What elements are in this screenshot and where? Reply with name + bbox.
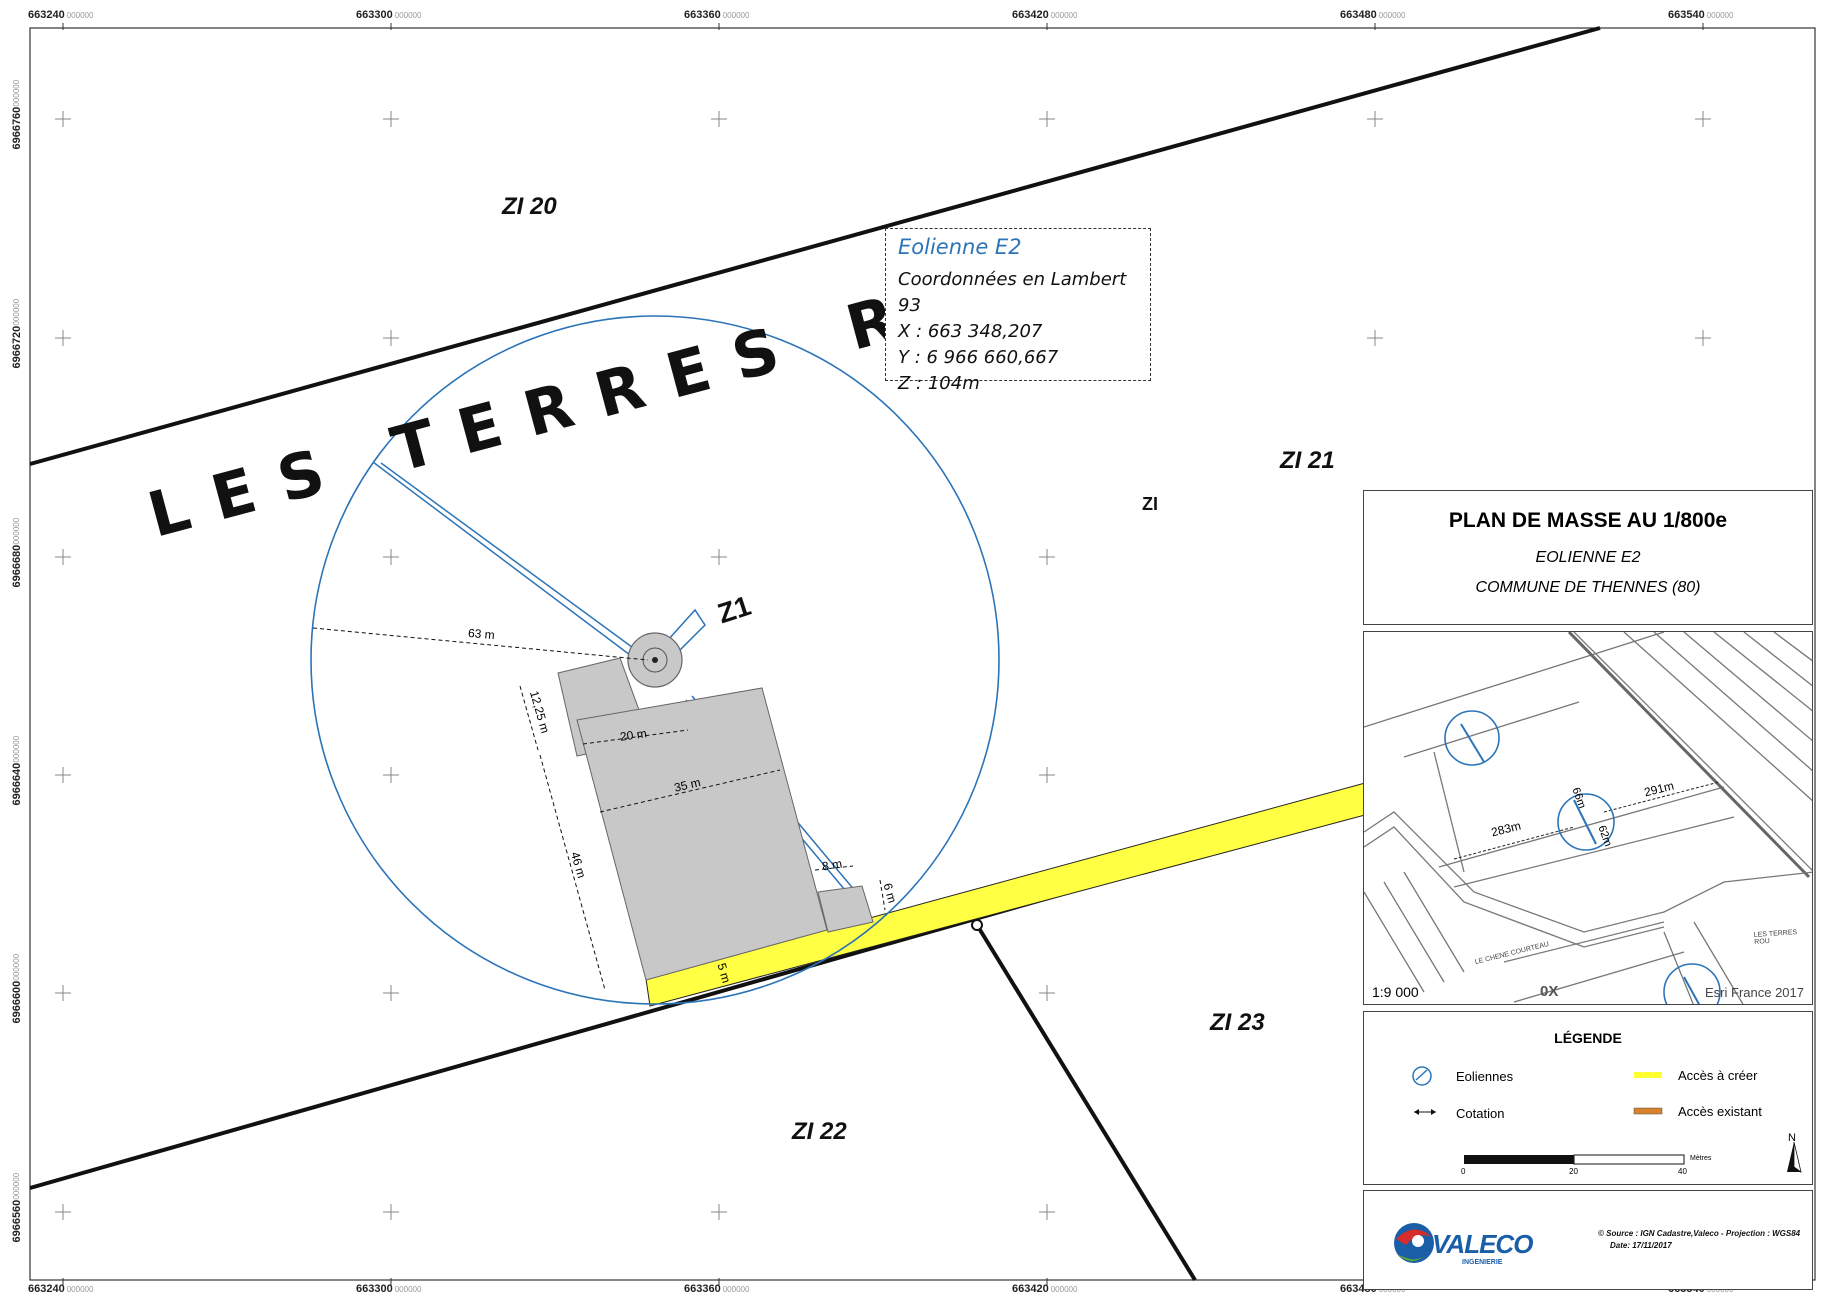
turbine-info-box: Eolienne E2 Coordonnées en Lambert 93 X … bbox=[885, 228, 1151, 394]
legend-symbols bbox=[1412, 1066, 1802, 1173]
source-note: © Source : IGN Cadastre,Valeco - Project… bbox=[1598, 1229, 1801, 1238]
inset-map-panel[interactable]: 283m 291m 66m 62m LES TERRES ROU LE CHEN… bbox=[1363, 631, 1813, 1005]
inset-credit: Esri France 2017 bbox=[1705, 985, 1804, 1000]
coord-y-left-2: 6966720000000 bbox=[11, 299, 23, 369]
legend-label-acces-existant: Accès existant bbox=[1678, 1104, 1762, 1119]
legend-scale-unit: Mètres bbox=[1690, 1155, 1712, 1162]
zone-label-zi20: ZI 20 bbox=[502, 193, 557, 220]
grid-crosses bbox=[55, 111, 1711, 1220]
rotor-survol-circle bbox=[310, 315, 1000, 1005]
coord-y-left-4: 6966640000000 bbox=[11, 736, 23, 806]
dimension-lines bbox=[312, 627, 886, 991]
inset-ox-label: 0X bbox=[1540, 983, 1559, 1000]
inset-map bbox=[1364, 632, 1812, 1004]
title-panel: PLAN DE MASSE AU 1/800e EOLIENNE E2 COMM… bbox=[1363, 490, 1813, 625]
date-note: Date: 17/11/2017 bbox=[1610, 1241, 1672, 1250]
plan-subtitle-commune: COMMUNE DE THENNES (80) bbox=[1475, 579, 1701, 596]
turbine-info-crs: Coordonnées en Lambert 93 bbox=[898, 269, 1127, 316]
zone-label-zi: ZI bbox=[1142, 494, 1158, 514]
platform bbox=[557, 657, 874, 981]
coord-y-left-5: 6966600000000 bbox=[11, 954, 23, 1024]
logo-panel: VALECO INGENIERIE © Source : IGN Cadastr… bbox=[1363, 1190, 1813, 1290]
plan-subtitle-turbine: EOLIENNE E2 bbox=[1535, 549, 1641, 566]
north-arrow-icon: N bbox=[1788, 1132, 1796, 1144]
legend-scale-0: 0 bbox=[1461, 1167, 1466, 1176]
valeco-logo-icon bbox=[1394, 1223, 1434, 1263]
legend-label-acces-creer: Accès à créer bbox=[1678, 1068, 1758, 1083]
legend-title: LÉGENDE bbox=[1554, 1030, 1622, 1046]
inset-scale: 1:9 000 bbox=[1372, 984, 1419, 1000]
coord-y-left-1: 6966760000000 bbox=[11, 80, 23, 150]
zone-label-zi22: ZI 22 bbox=[792, 1118, 847, 1145]
turbine-info-y: Y : 6 966 660,667 bbox=[898, 347, 1059, 368]
legend-panel: LÉGENDE Eoliennes Cotation Accès à créer… bbox=[1363, 1011, 1813, 1185]
turbine-info-x: X : 663 348,207 bbox=[898, 321, 1043, 342]
plan-title: PLAN DE MASSE AU 1/800e bbox=[1448, 509, 1728, 532]
turbine-info-z: Z : 104m bbox=[898, 373, 980, 394]
valeco-logo-text: VALECO bbox=[1432, 1229, 1533, 1259]
legend-scale-20: 20 bbox=[1569, 1167, 1578, 1176]
coord-y-left-3: 6966680000000 bbox=[11, 518, 23, 588]
turbine-info-title: Eolienne E2 bbox=[898, 235, 1022, 259]
zone-label-zi23: ZI 23 bbox=[1210, 1009, 1265, 1036]
coord-y-left-6: 6966560000000 bbox=[11, 1173, 23, 1243]
valeco-logo-subtitle: INGENIERIE bbox=[1462, 1259, 1503, 1266]
dim-label-63: 63 m bbox=[467, 625, 496, 643]
zone-label-zi21: ZI 21 bbox=[1280, 447, 1335, 474]
legend-scale-40: 40 bbox=[1678, 1167, 1687, 1176]
legend-label-eoliennes: Eoliennes bbox=[1456, 1069, 1514, 1084]
legend-label-cotation: Cotation bbox=[1456, 1106, 1505, 1121]
